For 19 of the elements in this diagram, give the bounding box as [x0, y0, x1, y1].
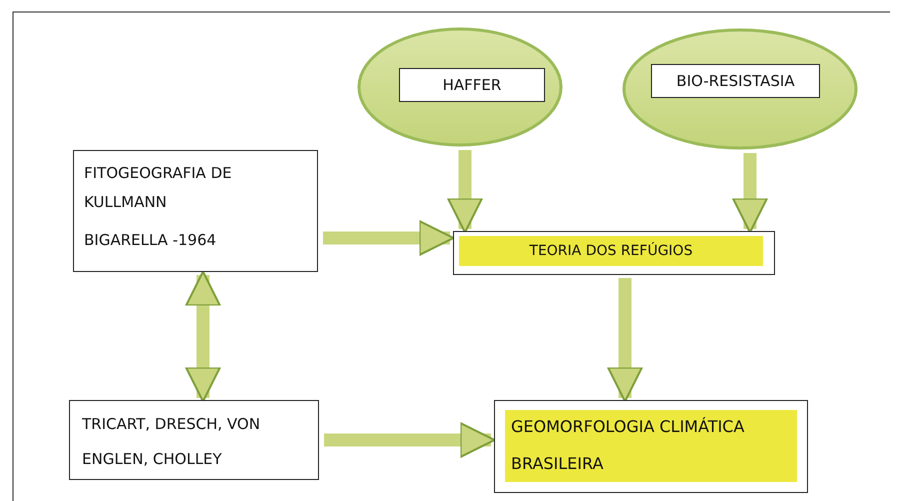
ellipse-node — [622, 28, 858, 150]
name-label: BIO-RESISTASIA — [651, 64, 820, 98]
node-text: FITOGEOGRAFIA DE KULLMANN — [84, 163, 233, 212]
block-arrow — [185, 270, 221, 402]
block-arrow — [323, 220, 454, 256]
block-arrow — [447, 150, 483, 234]
block-arrow — [732, 153, 768, 234]
text-box — [494, 400, 808, 493]
text-box — [69, 400, 319, 480]
block-arrow — [607, 278, 643, 402]
highlighted-label: TEORIA DOS REFÚGIOS — [459, 236, 763, 266]
text-box — [453, 231, 775, 275]
node-text: TRICART, DRESCH, VON ENGLEN, CHOLLEY — [82, 414, 262, 470]
node-text: BIGARELLA -1964 — [84, 230, 218, 251]
block-arrow — [324, 422, 496, 458]
name-label: HAFFER — [399, 68, 545, 102]
ellipse-node — [357, 27, 563, 147]
highlighted-label: GEOMORFOLOGIA CLIMÁTICA BRASILEIRA — [505, 410, 797, 482]
text-box — [73, 150, 318, 272]
